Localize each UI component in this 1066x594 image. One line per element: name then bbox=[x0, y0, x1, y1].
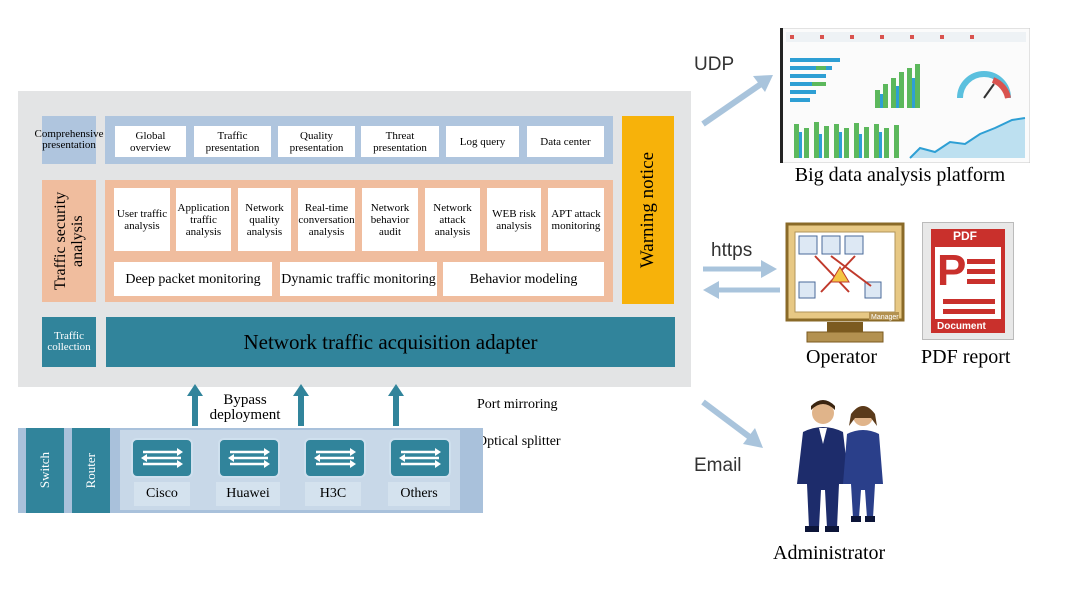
analysis-item[interactable]: Network quality analysis bbox=[238, 188, 291, 251]
arrow-icon bbox=[743, 428, 763, 448]
analysis-item[interactable]: Application traffic analysis bbox=[176, 188, 231, 251]
engine-item[interactable]: Behavior modeling bbox=[443, 262, 604, 296]
up-arrow-icon bbox=[293, 384, 309, 426]
vendor-label: H3C bbox=[305, 482, 361, 506]
switch-box[interactable]: Switch bbox=[26, 428, 64, 513]
arrow-icon bbox=[753, 75, 773, 92]
analysis-item[interactable]: Network behavior audit bbox=[362, 188, 418, 251]
router-box[interactable]: Router bbox=[72, 428, 110, 513]
presentation-item[interactable]: Global overview bbox=[115, 126, 186, 157]
vendor-label: Others bbox=[388, 482, 450, 506]
operator-monitor-icon: Manager bbox=[785, 222, 905, 343]
analysis-item[interactable]: WEB risk analysis bbox=[487, 188, 541, 251]
vendor-label: Cisco bbox=[134, 482, 190, 506]
svg-text:Manager: Manager bbox=[871, 314, 899, 321]
up-arrows bbox=[187, 384, 404, 426]
traffic-collection-label: Traffic collection bbox=[42, 317, 96, 367]
analysis-item[interactable]: User traffic analysis bbox=[114, 188, 170, 251]
email-label: Email bbox=[694, 455, 742, 476]
analysis-item[interactable]: Network attack analysis bbox=[425, 188, 480, 251]
network-switch-icon bbox=[218, 438, 280, 478]
comprehensive-presentation-label: Comprehensive presentation bbox=[34, 116, 104, 164]
up-arrow-icon bbox=[187, 384, 203, 426]
network-switch-icon bbox=[131, 438, 193, 478]
dashboard-thumbnail bbox=[780, 28, 1030, 163]
vendor-label: Huawei bbox=[216, 482, 280, 506]
traffic-security-analysis-label: Traffic security analysis bbox=[42, 180, 96, 302]
operator-label: Operator bbox=[806, 346, 878, 368]
warning-notice[interactable]: Warning notice bbox=[622, 116, 674, 304]
administrator-icon bbox=[797, 400, 883, 532]
acquisition-adapter[interactable]: Network traffic acquisition adapter bbox=[106, 317, 675, 367]
network-switch-icon bbox=[304, 438, 366, 478]
presentation-item[interactable]: Log query bbox=[446, 126, 519, 157]
up-arrow-icon bbox=[388, 384, 404, 426]
port-mirroring-label: Port mirroring bbox=[477, 397, 558, 412]
network-switch-icon bbox=[389, 438, 451, 478]
https-label: https bbox=[711, 240, 753, 261]
output-arrows bbox=[701, 75, 780, 448]
big-data-platform-label: Big data analysis platform bbox=[794, 164, 1006, 186]
presentation-item[interactable]: Threat presentation bbox=[361, 126, 439, 157]
arrow-icon bbox=[703, 281, 719, 299]
bypass-deployment-label: Bypass deployment bbox=[209, 392, 281, 423]
engine-item[interactable]: Dynamic traffic monitoring bbox=[280, 262, 437, 296]
presentation-item[interactable]: Quality presentation bbox=[278, 126, 355, 157]
pdf-report-icon: PDF P Document bbox=[922, 222, 1014, 340]
presentation-item[interactable]: Data center bbox=[527, 126, 604, 157]
udp-label: UDP bbox=[694, 54, 735, 75]
administrator-label: Administrator bbox=[773, 542, 886, 564]
presentation-item[interactable]: Traffic presentation bbox=[194, 126, 271, 157]
analysis-item[interactable]: Real-time conversation analysis bbox=[298, 188, 355, 251]
engine-item[interactable]: Deep packet monitoring bbox=[114, 262, 272, 296]
arrow-icon bbox=[761, 260, 777, 278]
pdf-report-label: PDF report bbox=[921, 346, 1011, 368]
optical-splitter-label: Optical splitter bbox=[477, 434, 561, 449]
analysis-item[interactable]: APT attack monitoring bbox=[548, 188, 604, 251]
